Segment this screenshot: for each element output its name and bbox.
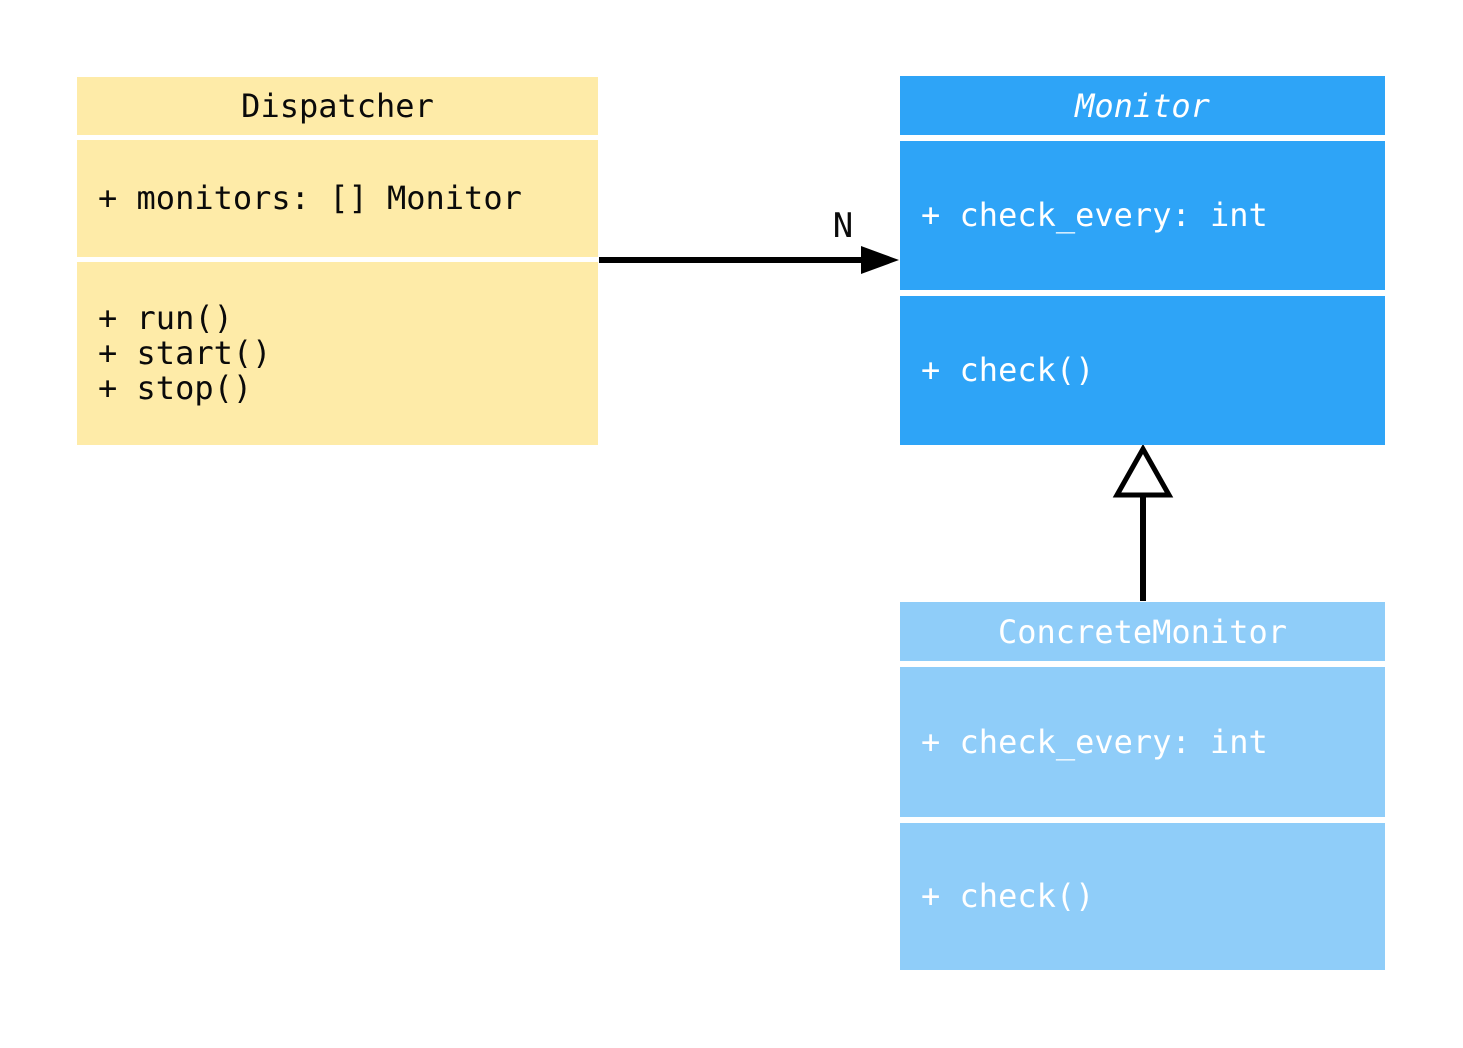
attribute-label: + check_every: int bbox=[921, 196, 1268, 234]
inheritance-arrow bbox=[1112, 443, 1174, 601]
dispatcher-class-title: Dispatcher bbox=[77, 77, 598, 135]
association-arrowhead-icon bbox=[861, 246, 899, 274]
attribute-label: + monitors: [] Monitor bbox=[98, 179, 522, 217]
method-label: + run() bbox=[98, 299, 233, 337]
concrete-monitor-attributes-section: + check_every: int bbox=[900, 667, 1385, 817]
method-label: + start() bbox=[98, 334, 272, 372]
method-label: + stop() bbox=[98, 369, 253, 407]
monitor-methods-section: + check() bbox=[900, 296, 1385, 445]
association-multiplicity-label: N bbox=[832, 206, 854, 246]
dispatcher-attributes-section: + monitors: [] Monitor bbox=[77, 140, 598, 257]
dispatcher-methods-section: + run() + start() + stop() bbox=[77, 262, 598, 445]
monitor-class-title: Monitor bbox=[900, 76, 1385, 135]
method-label: + check() bbox=[921, 351, 1095, 389]
concrete-monitor-methods-section: + check() bbox=[900, 823, 1385, 970]
association-arrow bbox=[599, 246, 899, 274]
attribute-label: + check_every: int bbox=[921, 722, 1268, 761]
monitor-attributes-section: + check_every: int bbox=[900, 141, 1385, 290]
inheritance-triangle-icon bbox=[1112, 443, 1174, 498]
method-label: + check() bbox=[921, 877, 1095, 915]
concrete-monitor-class-title: ConcreteMonitor bbox=[900, 602, 1385, 661]
